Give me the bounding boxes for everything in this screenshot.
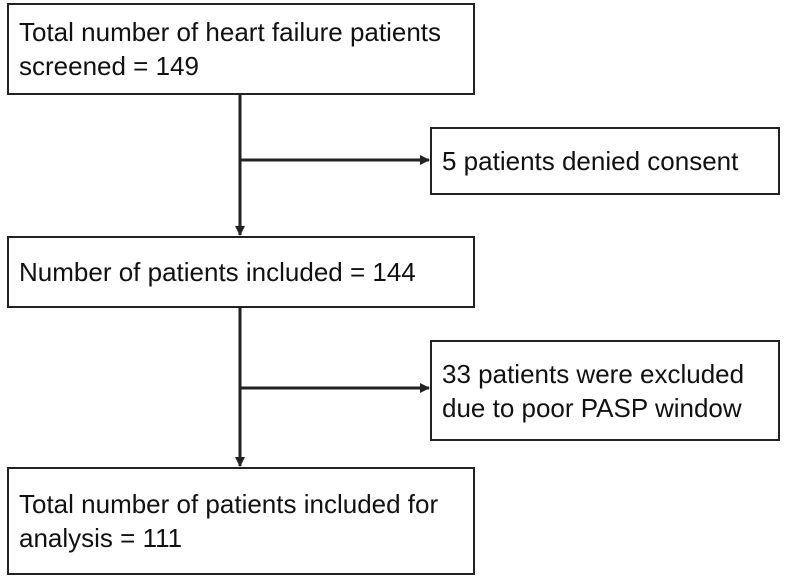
included-box: Number of patients included = 144 [7,236,475,308]
screened-box: Total number of heart failure patients s… [7,3,475,95]
screened-line-1: Total number of heart failure patients [19,17,442,47]
excluded-line-2: due to poor PASP window [442,392,742,423]
included-line-1: Number of patients included = 144 [19,257,416,287]
excluded-line-1: 33 patients were excluded [442,358,745,389]
analysis-line-1: Total number of patients included for [19,489,439,519]
analysis-line-2: analysis = 111 [19,523,183,553]
denied-consent-box: 5 patients denied consent [430,127,780,195]
denied-line-1: 5 patients denied consent [442,146,739,176]
analysis-box: Total number of patients included for an… [7,467,475,575]
screened-line-2: screened = 149 [19,51,199,81]
excluded-box: 33 patients were excluded due to poor PA… [430,340,780,441]
